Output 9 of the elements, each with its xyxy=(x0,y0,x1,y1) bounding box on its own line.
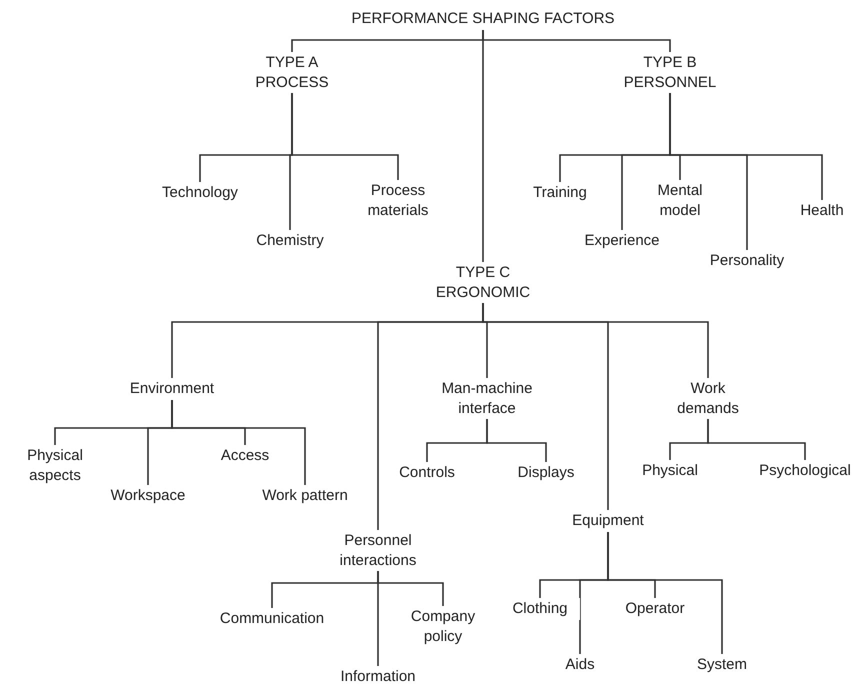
tree-connector xyxy=(377,571,444,606)
tree-connector xyxy=(482,30,484,262)
tree-connector xyxy=(171,400,306,485)
tree-connector xyxy=(669,93,823,200)
tree-connector xyxy=(707,419,806,460)
tree-connector xyxy=(482,303,709,378)
tree-connector xyxy=(291,93,399,180)
tree-connector xyxy=(486,419,547,462)
tree-connector xyxy=(607,532,723,654)
